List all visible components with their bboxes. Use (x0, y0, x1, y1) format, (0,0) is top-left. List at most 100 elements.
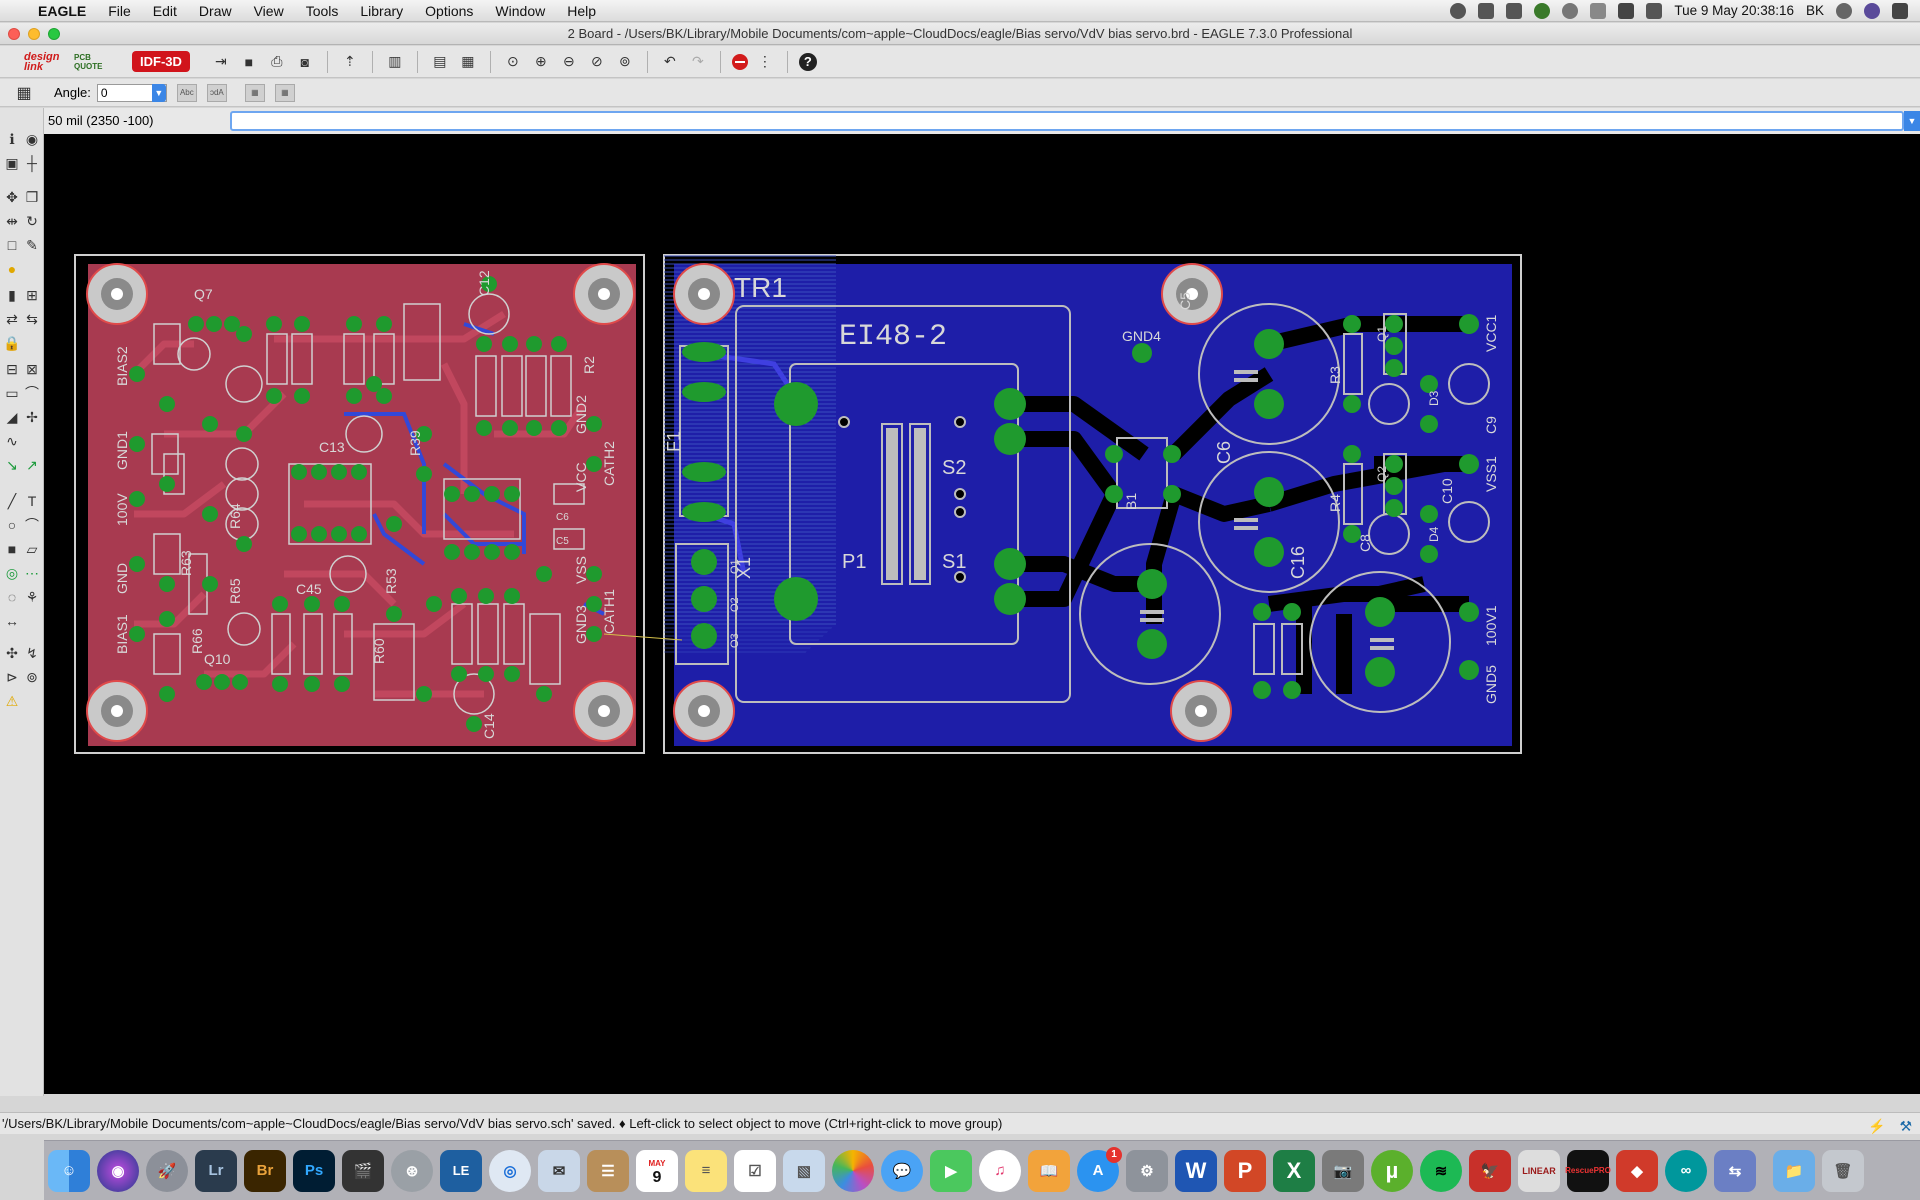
menu-options[interactable]: Options (425, 2, 474, 19)
circle-icon[interactable]: ○ (7, 517, 17, 533)
board-icon[interactable]: ▦ (461, 53, 475, 69)
info-icon[interactable]: ℹ (9, 130, 15, 147)
menu-view[interactable]: View (253, 2, 284, 19)
redraw-icon[interactable]: ⊘ (591, 53, 603, 69)
dock-facetime-icon[interactable]: ▶ (930, 1149, 972, 1192)
time-machine-icon[interactable] (1562, 2, 1579, 19)
dock-safari-icon[interactable]: ◎ (489, 1149, 531, 1192)
menu-app-name[interactable]: EAGLE (38, 2, 87, 19)
drc-icon[interactable]: ⊳ (6, 668, 18, 685)
zoom-fit-icon[interactable]: ⊙ (507, 53, 519, 69)
dock-finder-icon[interactable]: ☺ (48, 1149, 90, 1192)
add-icon[interactable]: ⊞ (26, 286, 38, 303)
dock-reminders-icon[interactable]: ☑ (734, 1149, 776, 1192)
wifi-icon[interactable] (1618, 2, 1635, 19)
dock-linear-icon[interactable]: LINEAR (1518, 1149, 1560, 1192)
signal-icon[interactable]: ⋯ (25, 564, 39, 581)
ratsnest-icon[interactable]: ✣ (6, 644, 18, 661)
dock-le-icon[interactable]: LE (440, 1149, 482, 1192)
dock-spotify-icon[interactable]: ≋ (1420, 1149, 1462, 1192)
dock-rescuepro-icon[interactable]: RescuePRO (1565, 1149, 1611, 1192)
angle-select[interactable]: 0 ▼ (96, 83, 167, 102)
dock-downloads-icon[interactable]: 📁 (1773, 1149, 1815, 1192)
zoom-out-icon[interactable]: ⊖ (563, 53, 575, 69)
layer-option2-icon[interactable]: ▦ (274, 83, 295, 102)
print-icon[interactable]: ⎙ (271, 53, 283, 69)
errors-icon[interactable]: ⊚ (26, 668, 38, 685)
undo-icon[interactable]: ↶ (664, 53, 676, 69)
script-icon[interactable]: ▥ (388, 53, 402, 69)
dock-notes-icon[interactable]: ≡ (685, 1149, 727, 1192)
help-icon[interactable]: ? (798, 52, 817, 71)
grid-icon[interactable]: ▦ (16, 84, 32, 102)
zoom-select-icon[interactable]: ⊚ (619, 53, 631, 69)
dock-itunes-icon[interactable]: ♫ (979, 1149, 1021, 1192)
menu-library[interactable]: Library (360, 2, 404, 19)
dock-preview-icon[interactable]: ▧ (783, 1149, 825, 1192)
dock-sketchup-icon[interactable]: ◆ (1616, 1149, 1658, 1192)
dock-screenshot-icon[interactable]: 📷 (1322, 1149, 1364, 1192)
dock-excel-icon[interactable]: X (1273, 1149, 1315, 1192)
paste-icon[interactable]: ● (7, 261, 17, 277)
dock-launchpad-icon[interactable]: 🚀 (146, 1149, 188, 1192)
cam-icon[interactable]: ◙ (300, 53, 310, 70)
arc-icon[interactable]: ⌒ (25, 517, 39, 533)
idf-3d-button[interactable]: IDF-3D (132, 51, 190, 72)
group-icon[interactable]: □ (7, 237, 17, 253)
board-canvas[interactable]: Q7 C12 BIAS2 GND1 100V GND BIAS1 Q10 C13… (44, 134, 1920, 1094)
display-icon[interactable]: ▣ (5, 154, 19, 171)
status-app-icon[interactable] (1534, 2, 1551, 19)
dock-mail-icon[interactable]: ✉ (538, 1149, 580, 1192)
dock-bridge-icon[interactable]: Br (244, 1149, 286, 1192)
close-icon[interactable] (8, 28, 20, 40)
dock-disk-utility-icon[interactable]: ⊛ (391, 1149, 433, 1192)
ulp-icon[interactable]: ⇡ (344, 53, 356, 69)
menu-tools[interactable]: Tools (305, 2, 339, 19)
volume-icon[interactable] (1646, 2, 1663, 19)
lightning-icon[interactable]: ⚡ (1868, 1118, 1886, 1134)
move-icon[interactable]: ✥ (6, 188, 18, 205)
redo-icon[interactable]: ↷ (692, 53, 704, 69)
dock-word-icon[interactable]: W (1175, 1149, 1217, 1192)
creative-cloud-icon[interactable] (1450, 2, 1467, 19)
hole-icon[interactable]: ◌ (7, 589, 17, 605)
via-icon[interactable]: ◎ (5, 564, 19, 581)
menu-edit[interactable]: Edit (152, 2, 177, 19)
layer-option-icon[interactable]: ▦ (244, 83, 265, 102)
smash-icon[interactable]: ⊟ (6, 360, 18, 377)
dock-calendar-icon[interactable]: MAY 9 (636, 1149, 678, 1192)
open-icon[interactable]: ⇥ (215, 53, 227, 69)
lock-icon[interactable]: 🔒 (3, 334, 21, 351)
zoom-in-icon[interactable]: ⊕ (535, 53, 547, 69)
dock-ibooks-icon[interactable]: 📖 (1028, 1149, 1070, 1192)
delete-icon[interactable]: ▮ (8, 286, 16, 303)
dock-contacts-icon[interactable]: ☰ (587, 1149, 629, 1192)
change-icon[interactable]: ✎ (26, 236, 38, 253)
replace-icon[interactable]: ⇆ (26, 310, 38, 327)
name-icon[interactable]: ⊠ (26, 360, 38, 377)
save-icon[interactable]: ■ (244, 53, 254, 70)
dimension-icon[interactable]: ↔ (5, 613, 19, 629)
spotlight-icon[interactable] (1836, 2, 1852, 19)
command-input[interactable] (230, 111, 1904, 131)
dock-final-cut-icon[interactable]: 🎬 (342, 1149, 384, 1192)
wire-icon[interactable]: ╱ (7, 492, 17, 509)
warning-icon[interactable]: ⚠ (5, 692, 19, 709)
pcb-quote-button[interactable]: PCB QUOTE (74, 52, 103, 71)
menu-file[interactable]: File (108, 2, 131, 19)
split-icon[interactable]: ⌒ (25, 385, 39, 401)
dock-photoshop-icon[interactable]: Ps (293, 1149, 335, 1192)
chevron-down-icon[interactable]: ▼ (151, 83, 166, 102)
go-icon[interactable]: ⋮ (757, 53, 772, 69)
bluetooth-icon[interactable] (1590, 2, 1607, 19)
design-link-button[interactable]: design link (24, 50, 60, 73)
autorouter-status-icon[interactable]: ⚒ (1899, 1118, 1912, 1134)
optimize-icon[interactable]: ◢ (6, 408, 18, 425)
dropbox-icon[interactable] (1506, 2, 1523, 19)
rectangle-icon[interactable]: ■ (7, 541, 17, 557)
pinswap-icon[interactable]: ⇄ (6, 310, 18, 327)
siri-icon[interactable] (1864, 2, 1880, 19)
dock-system-preferences-icon[interactable]: ⚙ (1126, 1149, 1168, 1192)
text-mirror-icon[interactable]: ɔdA (206, 83, 227, 102)
